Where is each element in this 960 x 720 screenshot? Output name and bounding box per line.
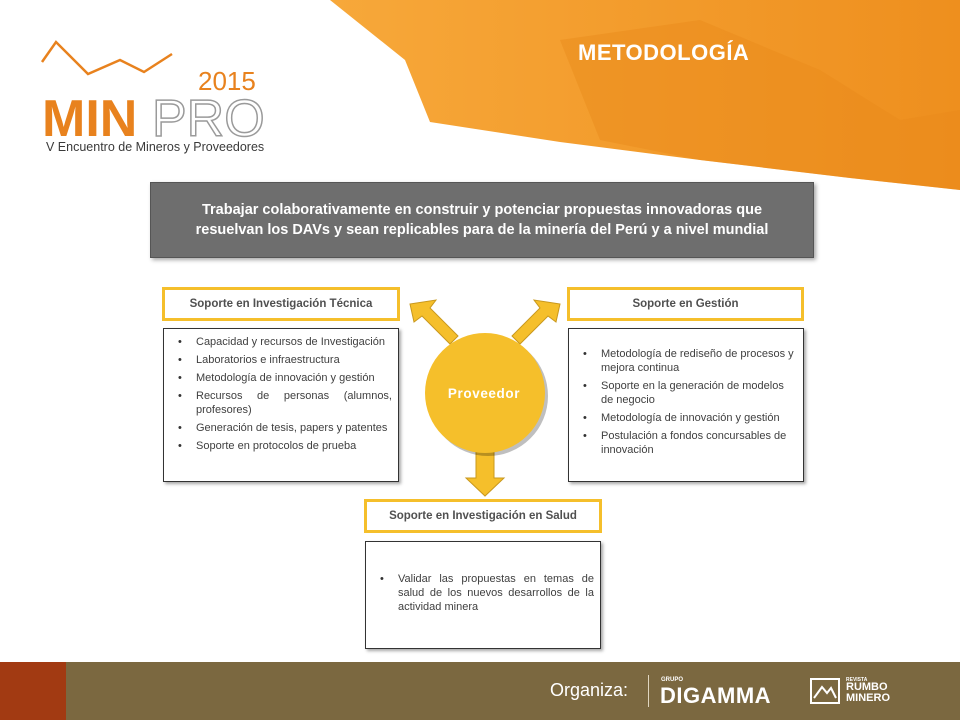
footer-minero: MINERO bbox=[846, 692, 890, 704]
salud-header: Soporte en Investigación en Salud bbox=[364, 499, 602, 533]
arrow-up-left-icon bbox=[409, 299, 459, 345]
list-item: Validar las propuestas en temas de salud… bbox=[372, 572, 594, 614]
rumbo-minero-icon bbox=[810, 678, 840, 704]
list-item: Recursos de personas (alumnos, profesore… bbox=[170, 389, 392, 417]
proveedor-label: Proveedor bbox=[447, 386, 521, 401]
list-item: Metodología de rediseño de procesos y me… bbox=[575, 347, 795, 375]
salud-body: Validar las propuestas en temas de salud… bbox=[365, 541, 601, 649]
tecnica-header: Soporte en Investigación Técnica bbox=[162, 287, 400, 321]
tecnica-title: Soporte en Investigación Técnica bbox=[189, 298, 373, 310]
logo-name-min: MIN bbox=[42, 90, 137, 148]
salud-title: Soporte en Investigación en Salud bbox=[389, 510, 577, 522]
list-item: Postulación a fondos concursables de inn… bbox=[575, 429, 795, 457]
list-item: Laboratorios e infraestructura bbox=[170, 353, 392, 367]
list-item: Generación de tesis, papers y patentes bbox=[170, 421, 392, 435]
tecnica-body: Capacidad y recursos de Investigación La… bbox=[163, 328, 399, 482]
minpro-logo: 2015 MIN PRO bbox=[40, 40, 265, 149]
objective-box: Trabajar colaborativamente en construir … bbox=[150, 182, 814, 258]
header-band bbox=[330, 0, 960, 190]
footer-revista: REVISTA bbox=[846, 677, 868, 683]
list-item: Metodología de innovación y gestión bbox=[575, 411, 795, 425]
list-item: Capacidad y recursos de Investigación bbox=[170, 335, 392, 349]
gestion-list: Metodología de rediseño de procesos y me… bbox=[575, 347, 795, 457]
list-item: Metodología de innovación y gestión bbox=[170, 371, 392, 385]
objective-text: Trabajar colaborativamente en construir … bbox=[195, 202, 769, 238]
logo-year: 2015 bbox=[198, 66, 256, 96]
footer-accent bbox=[0, 662, 66, 720]
gestion-body: Metodología de rediseño de procesos y me… bbox=[568, 328, 804, 482]
salud-list: Validar las propuestas en temas de salud… bbox=[372, 572, 594, 614]
footer-grupo: GRUPO bbox=[661, 677, 684, 683]
footer-organiza: Organiza: bbox=[550, 680, 629, 700]
gestion-header: Soporte en Gestión bbox=[567, 287, 804, 321]
tecnica-list: Capacidad y recursos de Investigación La… bbox=[170, 335, 392, 453]
logo-name-pro: PRO bbox=[152, 90, 265, 148]
list-item: Soporte en protocolos de prueba bbox=[170, 439, 392, 453]
gestion-title: Soporte en Gestión bbox=[632, 298, 739, 310]
footer-bar bbox=[0, 662, 960, 720]
proveedor-diagram bbox=[409, 299, 561, 497]
logo-subtitle: V Encuentro de Mineros y Proveedores bbox=[46, 140, 265, 154]
footer-rumbo: RUMBO bbox=[846, 681, 888, 693]
digamma-logo: DIGAMMA bbox=[660, 683, 772, 708]
proveedor-circle bbox=[425, 333, 545, 453]
slide-title: METODOLOGÍA bbox=[578, 40, 750, 65]
arrow-up-right-icon bbox=[511, 299, 561, 345]
list-item: Soporte en la generación de modelos de n… bbox=[575, 379, 795, 407]
footer-divider bbox=[648, 675, 649, 707]
